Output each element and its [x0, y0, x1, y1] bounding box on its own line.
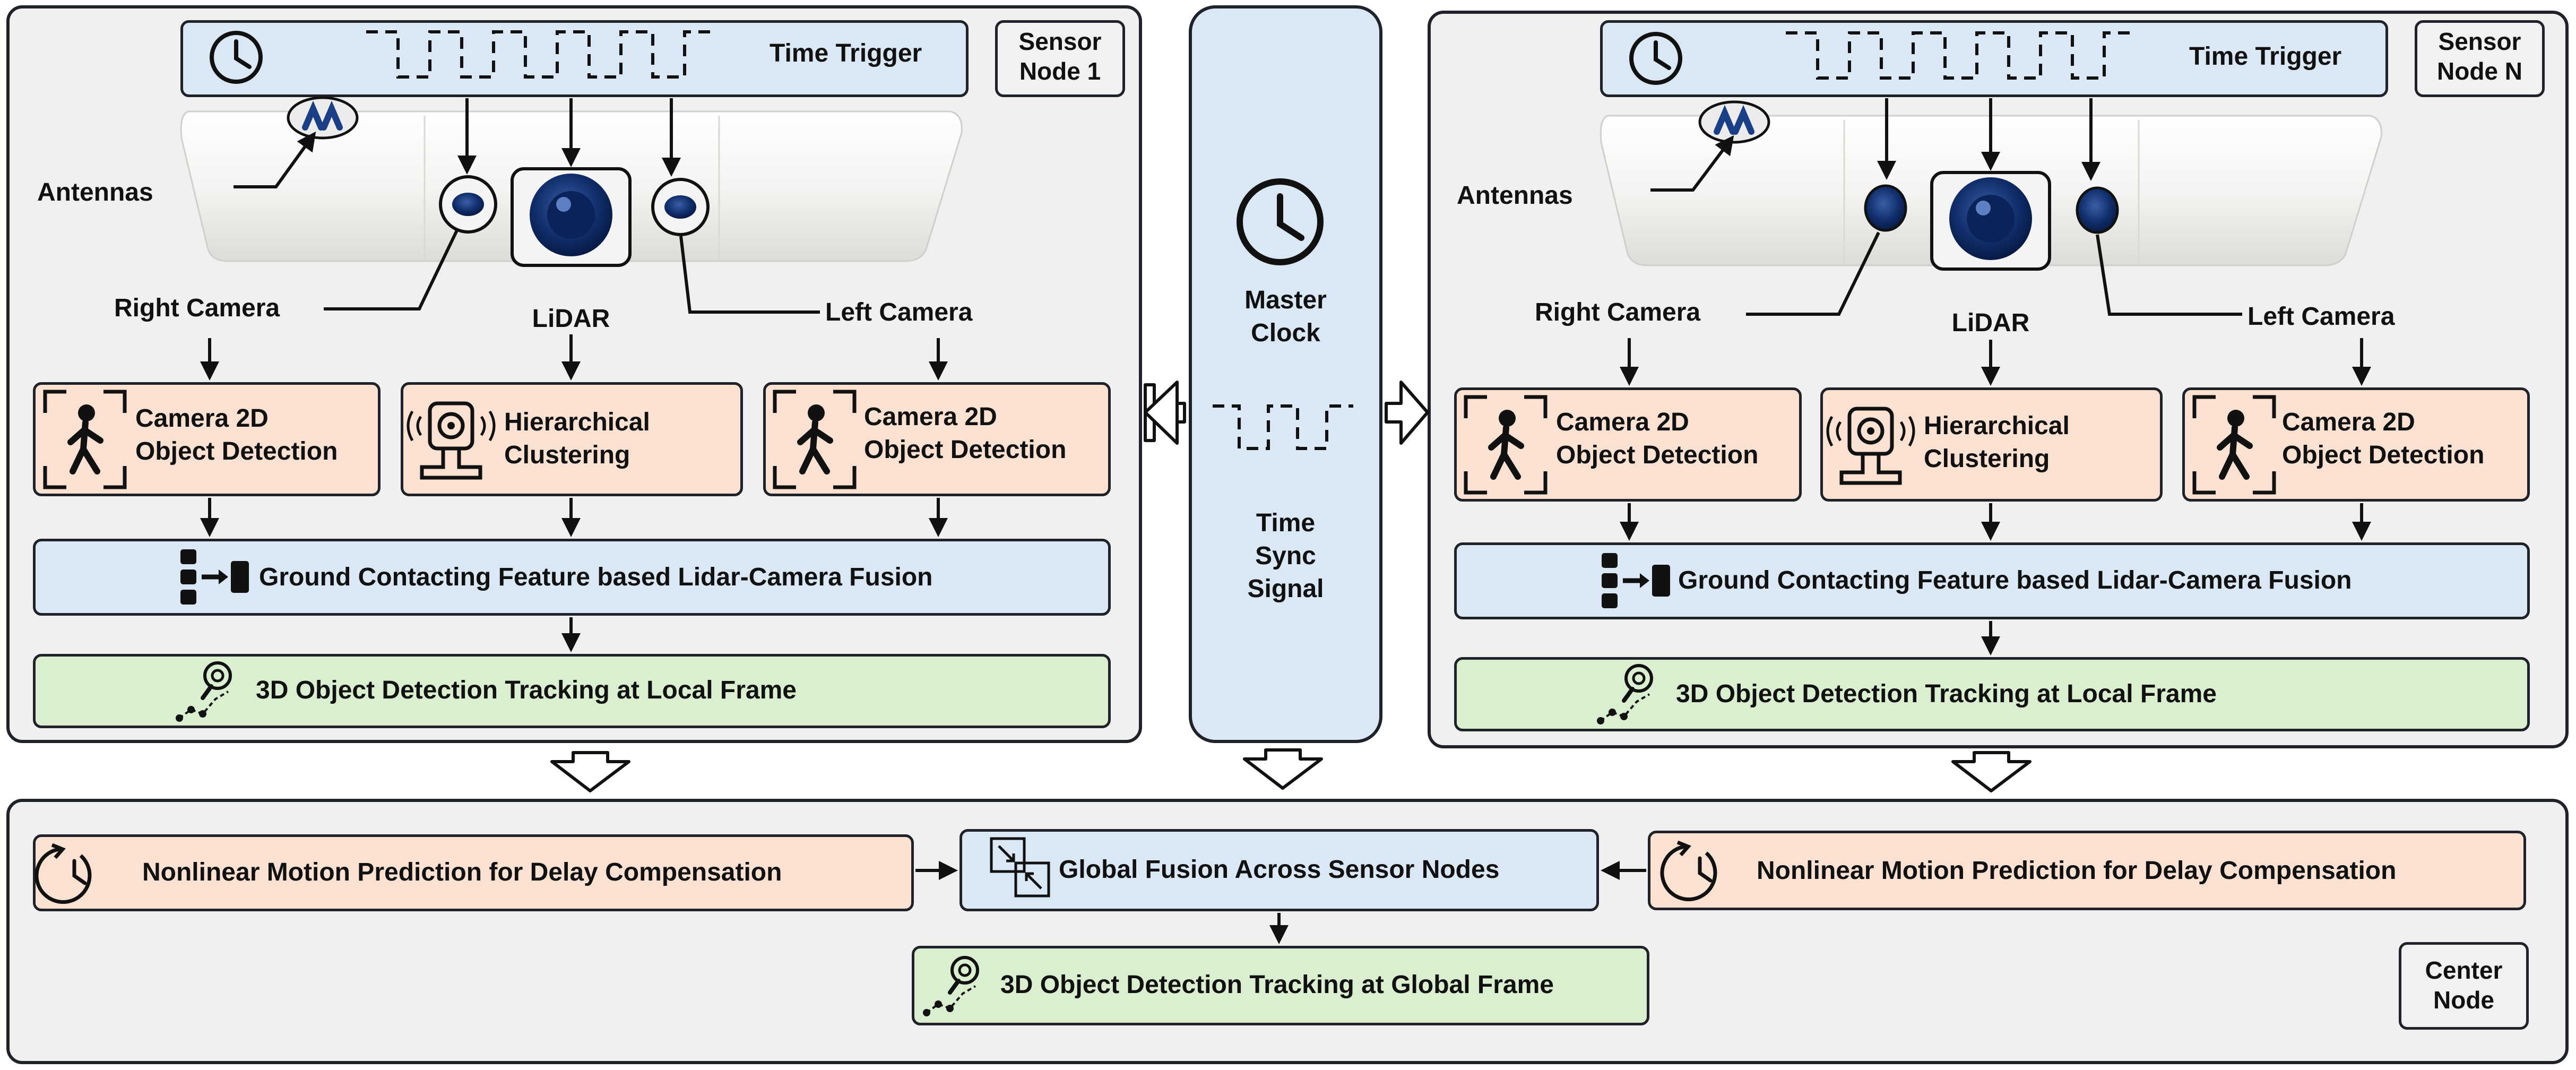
cluster-line2: Clustering: [504, 441, 630, 469]
time-sync-line2: Sync: [1255, 542, 1316, 570]
antenna-icon: [1698, 100, 1770, 144]
lidar-label-n: LiDAR: [1951, 309, 2030, 337]
node-tag-n-line1: Sensor: [2438, 28, 2521, 55]
camera-detection-left-box-1: [763, 382, 1111, 496]
cam-det-line1: Camera 2D: [135, 404, 269, 433]
fusion-label-n: Ground Contacting Feature based Lidar-Ca…: [1678, 566, 2352, 594]
node-tag-1-text: Sensor Node 1: [995, 27, 1125, 86]
clustering-label-n: Hierarchical Clustering: [1924, 410, 2070, 476]
node-tag-center-line1: Center: [2425, 956, 2503, 984]
time-trigger-label-1: Time Trigger: [770, 39, 922, 67]
local-tracking-label-n: 3D Object Detection Tracking at Local Fr…: [1676, 680, 2217, 708]
node-tag-1-line1: Sensor: [1018, 28, 1102, 55]
pedestrian-icon: [773, 390, 857, 489]
sensor-device-1: [180, 96, 963, 267]
camera-detection-right-label-n: Camera 2D Object Detection: [1556, 406, 1758, 472]
cam-det-line2: Object Detection: [1556, 441, 1759, 469]
data-transfer-icon: [180, 549, 249, 605]
square-wave-icon: [1213, 404, 1353, 450]
clock-icon: [1237, 178, 1324, 265]
square-wave-icon: [1786, 31, 2136, 80]
square-wave-icon: [366, 30, 716, 79]
fusion-label-1: Ground Contacting Feature based Lidar-Ca…: [259, 563, 933, 591]
global-fusion-label: Global Fusion Across Sensor Nodes: [1059, 856, 1500, 884]
lidar-label-1: LiDAR: [532, 305, 610, 333]
cluster-line1: Hierarchical: [1924, 412, 2070, 440]
camera-detection-right-box-n: [1454, 387, 1802, 502]
clustering-label-1: Hierarchical Clustering: [504, 406, 650, 472]
time-sync-line3: Signal: [1247, 575, 1324, 603]
global-tracking-label: 3D Object Detection Tracking at Global F…: [1000, 971, 1554, 999]
local-tracking-label-1: 3D Object Detection Tracking at Local Fr…: [256, 676, 797, 704]
center-node-arrows: [915, 861, 1646, 944]
cam-det-line2: Object Detection: [864, 436, 1067, 464]
left-camera-label-1: Left Camera: [825, 298, 973, 326]
right-camera-lens: [1864, 184, 1907, 232]
node-tag-1: [995, 20, 1125, 97]
hollow-arrow-icon: [550, 381, 2032, 792]
cluster-line1: Hierarchical: [504, 408, 650, 436]
right-camera-label-n: Right Camera: [1535, 298, 1701, 326]
cam-det-line1: Camera 2D: [1556, 408, 1689, 436]
camera-detection-right-label-1: Camera 2D Object Detection: [135, 402, 338, 468]
motion-prediction-right-label: Nonlinear Motion Prediction for Delay Co…: [1757, 857, 2397, 885]
node-tag-center-text: Center Node: [2399, 955, 2529, 1015]
delay-clock-icon: [34, 843, 92, 904]
pedestrian-icon: [43, 390, 127, 489]
antennas-label-n: Antennas: [1457, 182, 1573, 210]
left-camera-lens: [2076, 186, 2119, 234]
delay-clock-icon: [1660, 840, 1717, 902]
clock-icon: [1629, 32, 1682, 85]
pedestrian-icon: [2192, 395, 2276, 495]
master-clock-line2: Clock: [1251, 319, 1320, 347]
cam-det-line1: Camera 2D: [864, 403, 997, 431]
node-n-arrows: [1620, 98, 2371, 655]
sensor-device-n: [1600, 100, 2382, 271]
time-sync-line1: Time: [1256, 509, 1316, 537]
camera-detection-left-box-n: [2182, 387, 2530, 502]
cluster-line2: Clustering: [1924, 445, 2050, 473]
global-tracking-box: [912, 946, 1649, 1025]
local-tracking-box-1: [33, 654, 1111, 728]
trajectory-search-icon: [176, 661, 232, 722]
node-tag-1-line2: Node 1: [1019, 57, 1101, 85]
node-tag-n-text: Sensor Node N: [2415, 27, 2545, 86]
clock-icon: [210, 31, 263, 84]
time-sync-signal-label: Time Sync Signal: [1191, 507, 1380, 606]
data-transfer-icon: [1602, 553, 1670, 608]
node-tag-center: [2399, 942, 2529, 1030]
global-fusion-box: [959, 829, 1599, 911]
lidar-sensor-icon: [407, 401, 496, 480]
camera-detection-left-label-n: Camera 2D Object Detection: [2282, 406, 2484, 472]
master-clock-panel: [1189, 5, 1382, 743]
motion-prediction-right-box: [1648, 831, 2526, 910]
master-clock-line1: Master: [1244, 286, 1327, 314]
left-camera-label-n: Left Camera: [2247, 303, 2395, 331]
antenna-icon: [287, 96, 359, 140]
trajectory-search-icon: [1597, 664, 1653, 724]
motion-prediction-left-box: [33, 834, 914, 911]
camera-detection-left-label-1: Camera 2D Object Detection: [864, 401, 1066, 467]
trajectory-search-icon: [923, 956, 979, 1016]
merge-arrows-icon: [990, 837, 1050, 898]
node-tag-center-line2: Node: [2433, 986, 2494, 1014]
cam-det-line1: Camera 2D: [2282, 408, 2415, 436]
time-trigger-label-n: Time Trigger: [2189, 42, 2342, 71]
antennas-label-1: Antennas: [37, 178, 153, 206]
cam-det-line2: Object Detection: [2282, 441, 2485, 469]
node-tag-n: [2415, 20, 2545, 97]
motion-prediction-left-label: Nonlinear Motion Prediction for Delay Co…: [142, 858, 782, 886]
node-tag-n-line2: Node N: [2437, 57, 2522, 85]
lidar-sensor-icon: [1826, 407, 1915, 485]
local-tracking-box-n: [1454, 657, 2530, 731]
master-clock-label: Master Clock: [1191, 284, 1380, 350]
camera-detection-right-box-1: [33, 382, 381, 496]
pedestrian-icon: [1464, 395, 1548, 495]
time-trigger-box-1: [180, 20, 969, 97]
right-camera-label-1: Right Camera: [114, 294, 280, 322]
node-1-arrows: [200, 98, 948, 652]
cam-det-line2: Object Detection: [135, 437, 338, 465]
